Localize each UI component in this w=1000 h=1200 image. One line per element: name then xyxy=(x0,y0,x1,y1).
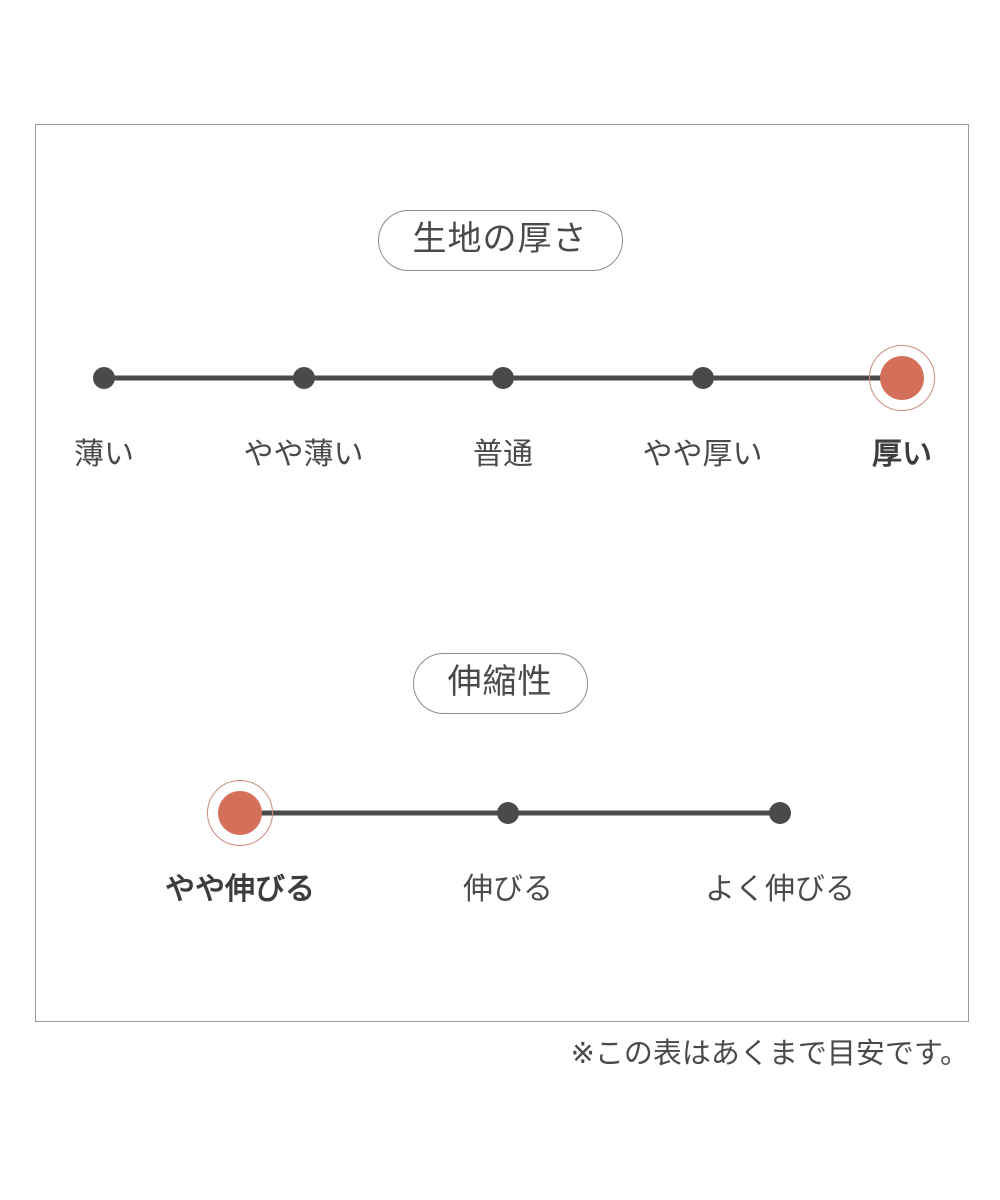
scale-dot-icon xyxy=(93,367,115,389)
scale-label-slightly-thin: やや薄い xyxy=(243,438,364,471)
scale-dot-icon xyxy=(292,367,315,389)
scale-label-thin: 薄い xyxy=(74,438,134,471)
scale-dot-icon xyxy=(769,802,791,824)
scale-dot-icon xyxy=(492,367,514,389)
section-badge-row-stretch: 伸縮性 xyxy=(0,653,1000,714)
scale-selected-dot-icon xyxy=(880,356,924,400)
scale-label-slightly-stretchy: やや伸びる xyxy=(165,873,315,906)
section-badge-row-thickness: 生地の厚さ xyxy=(0,210,1000,271)
section-badge-stretch: 伸縮性 xyxy=(412,653,588,714)
spec-table-frame xyxy=(35,124,969,1022)
section-badge-thickness: 生地の厚さ xyxy=(377,210,623,271)
scale-label-normal: 普通 xyxy=(473,438,533,471)
scale-label-very-stretchy: よく伸びる xyxy=(705,873,855,906)
scale-label-stretchy: 伸びる xyxy=(463,873,553,906)
scale-label-slightly-thick: やや厚い xyxy=(642,438,763,471)
scale-selected-ring-icon xyxy=(869,345,935,411)
scale-label-thick: 厚い xyxy=(872,438,932,471)
scale-selected-dot-icon xyxy=(218,791,262,835)
scale-selected-ring-icon xyxy=(207,780,273,846)
footnote-disclaimer: ※この表はあくまで目安です。 xyxy=(570,1038,969,1070)
scale-dot-icon xyxy=(691,367,714,389)
scale-dot-icon xyxy=(497,802,519,824)
